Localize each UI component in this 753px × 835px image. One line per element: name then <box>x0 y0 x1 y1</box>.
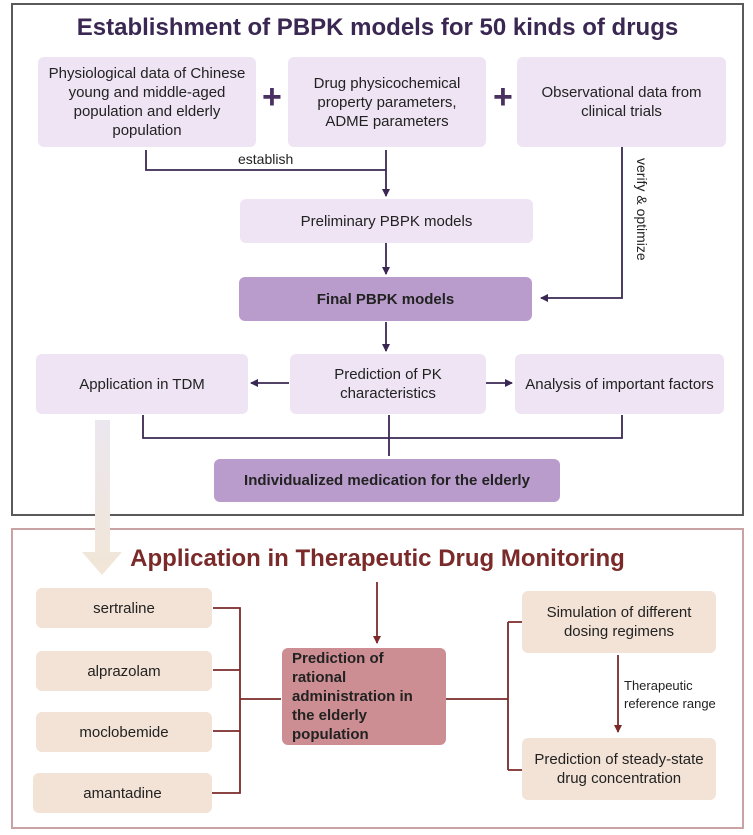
establish-connector <box>145 150 386 171</box>
steady-state-box: Prediction of steady-state drug concentr… <box>522 738 716 800</box>
drug-item-moclobemide: moclobemide <box>36 712 212 752</box>
pbpk-establishment-frame <box>11 3 744 516</box>
bottom-section-title: Application in Therapeutic Drug Monitori… <box>130 545 625 572</box>
reference-range-label: Therapeutic reference range <box>624 678 716 711</box>
top-section-title: Establishment of PBPK models for 50 kind… <box>76 14 679 41</box>
physiological-data-box: Physiological data of Chinese young and … <box>38 57 256 147</box>
tdm-application-frame <box>11 528 744 829</box>
analysis-factors-box: Analysis of important factors <box>515 354 724 414</box>
prediction-pk-box: Prediction of PK characteristics <box>290 354 486 414</box>
rational-administration-box: Prediction of rational administration in… <box>282 648 446 745</box>
final-models-box: Final PBPK models <box>239 277 532 321</box>
drug-bracket <box>212 607 281 794</box>
dosing-simulation-box: Simulation of different dosing regimens <box>522 591 716 653</box>
drug-parameters-box: Drug physicochemical property parameters… <box>288 57 486 147</box>
verify-optimize-label: verify & optimize <box>634 158 650 261</box>
drug-item-sertraline: sertraline <box>36 588 212 628</box>
plus-sign-1: + <box>262 78 282 116</box>
observational-data-box: Observational data from clinical trials <box>517 57 726 147</box>
application-tdm-box: Application in TDM <box>36 354 248 414</box>
verify-optimize-arrow <box>540 146 623 302</box>
drug-item-amantadine: amantadine <box>33 773 212 813</box>
establish-label: establish <box>238 151 294 167</box>
individualized-medication-box: Individualized medication for the elderl… <box>214 459 560 502</box>
output-bracket <box>446 621 522 771</box>
preliminary-models-box: Preliminary PBPK models <box>240 199 533 243</box>
tdm-transfer-arrow <box>82 420 122 575</box>
plus-sign-2: + <box>493 78 513 116</box>
merge-connector <box>142 415 623 456</box>
drug-item-alprazolam: alprazolam <box>36 651 212 691</box>
